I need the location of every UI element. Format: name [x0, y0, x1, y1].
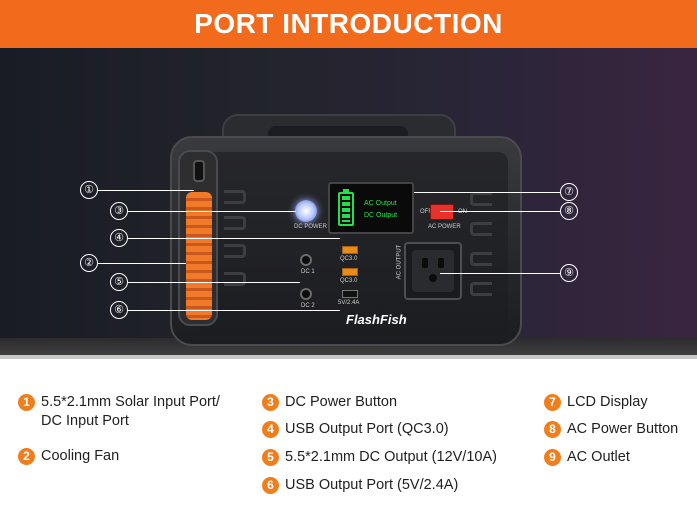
usb-5v-port [342, 290, 358, 298]
legend-label: Cooling Fan [41, 448, 120, 464]
callout-line-2 [98, 263, 186, 264]
callout-line-4 [128, 238, 340, 239]
qc2-label: QC3.0 [340, 278, 358, 284]
callout-line-3 [128, 211, 296, 212]
callout-5: ⑤ [110, 273, 128, 291]
legend-number-badge: 6 [262, 477, 279, 494]
legend-number-badge: 5 [262, 449, 279, 466]
callout-line-8 [440, 211, 560, 212]
legend-item-6: 6 USB Output Port (5V/2.4A) [262, 476, 458, 495]
ac-output-label: AC OUTPUT [396, 244, 403, 280]
legend-label: USB Output Port (QC3.0) [285, 421, 449, 437]
switch-on-label: ON [458, 209, 467, 215]
callout-3: ③ [110, 202, 128, 220]
legend-number-badge: 8 [544, 421, 561, 438]
legend-number-badge: 7 [544, 394, 561, 411]
usb-spec-label: 5V/2.4A [338, 300, 360, 306]
lcd-ac-output-text: AC Output [364, 200, 397, 207]
lcd-display: AC Output DC Output [328, 182, 414, 234]
vent-slot [470, 222, 492, 236]
dc-output-port-1 [300, 254, 312, 266]
legend-item-2: 2 Cooling Fan [18, 447, 119, 466]
legend-label: DC Input Port [41, 413, 129, 429]
callout-line-1 [98, 190, 194, 191]
header-banner: PORT INTRODUCTION [0, 0, 697, 48]
legend-number-badge: 2 [18, 448, 35, 465]
usb-qc-port-2 [342, 268, 358, 276]
legend-item-3: 3 DC Power Button [262, 393, 397, 412]
legend-label: USB Output Port (5V/2.4A) [285, 477, 459, 493]
vent-slot [470, 192, 492, 206]
dc-power-button [295, 200, 317, 222]
dc-power-label: DC POWER [294, 224, 327, 230]
lcd-dc-output-text: DC Output [364, 212, 398, 219]
legend-label: LCD Display [567, 394, 648, 410]
brand-logo: FlashFish [346, 312, 407, 327]
power-station-image: DC POWER AC Output DC Output OFF ON AC P… [170, 114, 522, 346]
vent-slot [470, 252, 492, 266]
legend-item-7: 7 LCD Display [544, 393, 648, 412]
ac-power-switch [430, 204, 454, 220]
stage-divider [0, 355, 697, 359]
callout-7: ⑦ [560, 183, 578, 201]
dc-output-port-2 [300, 288, 312, 300]
legend-label: 5.5*2.1mm Solar Input Port/ [41, 394, 220, 410]
ac-outlet [404, 242, 462, 300]
legend-item-5: 5 5.5*2.1mm DC Output (12V/10A) [262, 448, 497, 467]
usb-qc-port-1 [342, 246, 358, 254]
legend-number-badge: 9 [544, 449, 561, 466]
cooling-fan-grill [186, 192, 212, 320]
callout-9: ⑨ [560, 264, 578, 282]
ac-power-label: AC POWER [428, 224, 461, 230]
legend-number-badge: 1 [18, 394, 35, 411]
callout-line-7 [414, 192, 560, 193]
callout-1: ① [80, 181, 98, 199]
vent-slot [224, 190, 246, 204]
page-title: PORT INTRODUCTION [194, 8, 503, 39]
vent-slot [224, 244, 246, 258]
dc2-label: DC 2 [301, 303, 315, 309]
callout-line-6 [128, 310, 340, 311]
legend-item-9: 9 AC Outlet [544, 448, 630, 467]
callout-2: ② [80, 254, 98, 272]
switch-off-label: OFF [420, 209, 432, 215]
callout-line-5 [128, 282, 300, 283]
callout-line-9 [440, 273, 560, 274]
legend-label: DC Power Button [285, 394, 398, 410]
stage-floor [0, 338, 697, 358]
dc1-label: DC 1 [301, 269, 315, 275]
legend-item-4: 4 USB Output Port (QC3.0) [262, 420, 449, 439]
legend-item-1: 1 5.5*2.1mm Solar Input Port/ DC Input P… [18, 393, 220, 431]
qc1-label: QC3.0 [340, 256, 358, 262]
vent-slot [224, 272, 246, 286]
vent-slot [224, 216, 246, 230]
vent-slot [470, 282, 492, 296]
callout-6: ⑥ [110, 301, 128, 319]
callout-8: ⑧ [560, 202, 578, 220]
legend-label: AC Outlet [567, 449, 630, 465]
legend-number-badge: 3 [262, 394, 279, 411]
callout-4: ④ [110, 229, 128, 247]
solar-input-port [193, 160, 205, 182]
legend-label: AC Power Button [567, 421, 679, 437]
legend-item-8: 8 AC Power Button [544, 420, 678, 439]
legend-number-badge: 4 [262, 421, 279, 438]
legend-label: 5.5*2.1mm DC Output (12V/10A) [285, 449, 497, 465]
battery-icon [338, 189, 354, 226]
